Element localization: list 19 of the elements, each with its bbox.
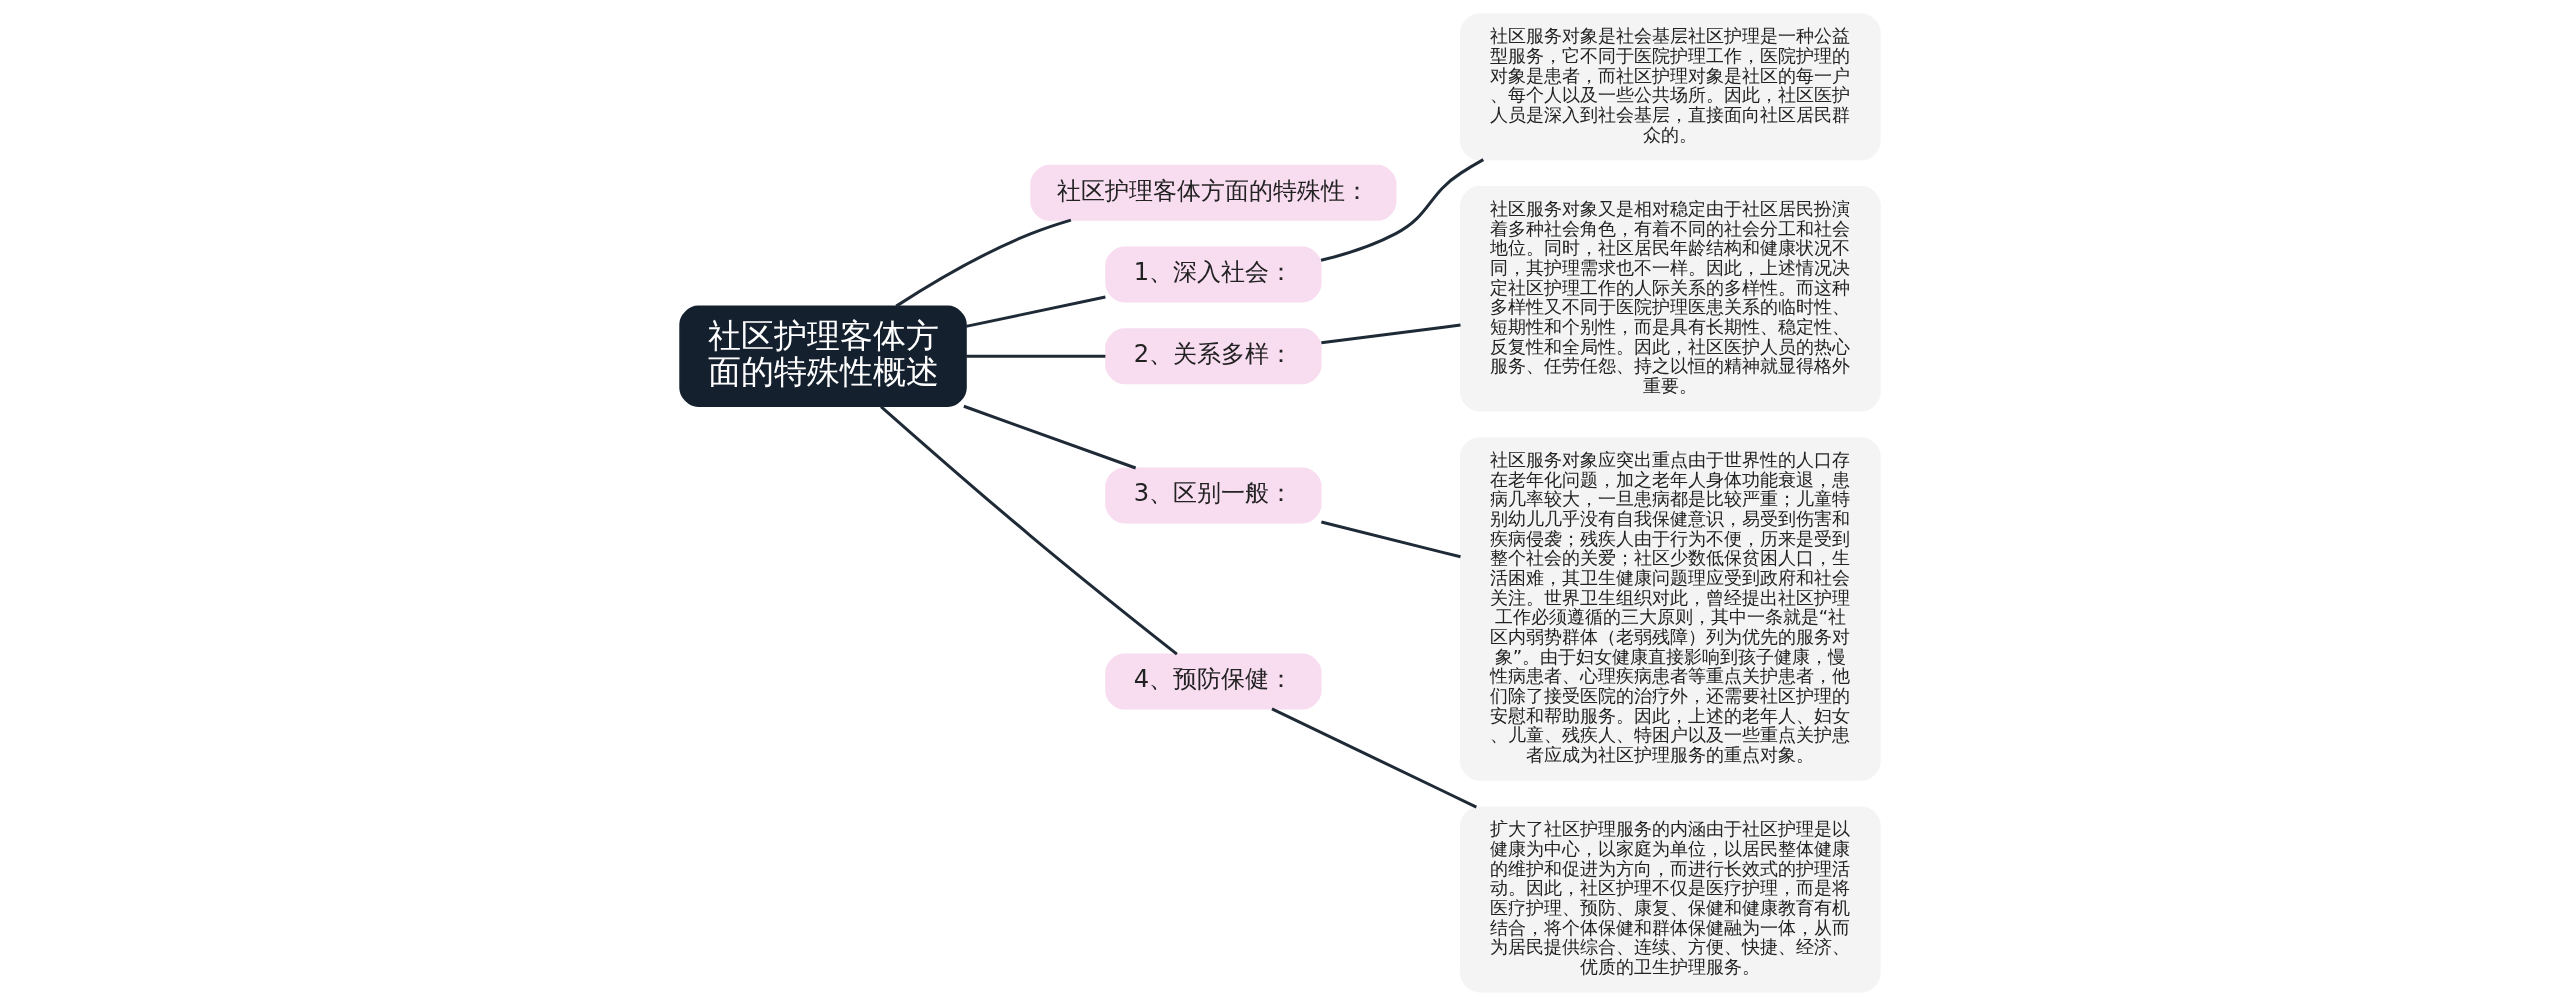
node-box: 1、深入社会：	[1105, 246, 1322, 303]
node-box: 社区服务对象又是相对稳定由于社区居民扮演着多种社会角色，有着不同的社会分工和社会地位。同时，社区居民年龄结构和健康状况不同，其护理需求也不一样。因此，上述情况决定社区护理工作的人际关系的多样性。而这种多样性又不同于医院护理医患关系的临时性、短期性和个别性，而是具有长期性、稳定性、反复性和全局性。因此，社区医护人员的热心服务、任劳任怨、持之以恒的精神就显得格外重要。	[1460, 186, 1881, 412]
node-box: 社区服务对象应突出重点由于世界性的人口存在老年化问题，加之老年人身体功能衰退，患病几率较大，一旦患病都是比较严重；儿童特别幼儿几乎没有自我保健意识，易受到伤害和疾病侵袭；残疾人由于行为不便，历来是受到整个社会的关爱；社区少数低保贫困人口，生活困难，其卫生健康问题理应受到政府和社会关注。世界卫生组织对此，曾经提出社区护理工作必须遵循的三大原则，其中一条就是“社区内弱势群体（老弱残障）列为优先的服务对象”。由于妇女健康直接影响到孩子健康，慢性病患者、心理疾病患者等重点关护患者，他们除了接受医院的治疗外，还需要社区护理的安慰和帮助服务。因此，上述的老年人、妇女、儿童、残疾人、特困户以及一些重点关护患者应成为社区护理服务的重点对象。	[1460, 437, 1881, 781]
connector	[1321, 520, 1461, 559]
node-box: 2、关系多样：	[1105, 328, 1322, 385]
node-box: 3、区别一般：	[1105, 467, 1322, 524]
node-box: 社区护理客体方面的特殊性概述	[679, 305, 967, 407]
node-box: 社区护理客体方面的特殊性：	[1030, 164, 1397, 221]
node-box: 社区服务对象是社会基层社区护理是一种公益型服务，它不同于医院护理工作，医院护理的对象是患者，而社区护理对象是社区的每一户、每个人以及一些公共场所。因此，社区医护人员是深入到社会基层，直接面向社区居民群众的。	[1460, 13, 1881, 161]
connector	[895, 218, 1072, 308]
connector	[963, 404, 1137, 470]
connector	[1320, 158, 1485, 262]
connector	[1271, 707, 1478, 809]
node-box: 扩大了社区护理服务的内涵由于社区护理是以健康为中心，以家庭为单位，以居民整体健康的维护和促进为方向，而进行长效式的护理活动。因此，社区护理不仅是医疗护理，而是将医疗护理、预防、康复、保健和健康教育有机结合，将个体保健和群体保健融为一体，从而为居民提供综合、连续、方便、快捷、经济、优质的卫生护理服务。	[1460, 806, 1881, 993]
connector	[880, 405, 1178, 656]
node-box: 4、预防保健：	[1105, 653, 1322, 710]
connector	[966, 354, 1106, 358]
connector	[965, 295, 1106, 328]
connector	[1321, 323, 1461, 345]
